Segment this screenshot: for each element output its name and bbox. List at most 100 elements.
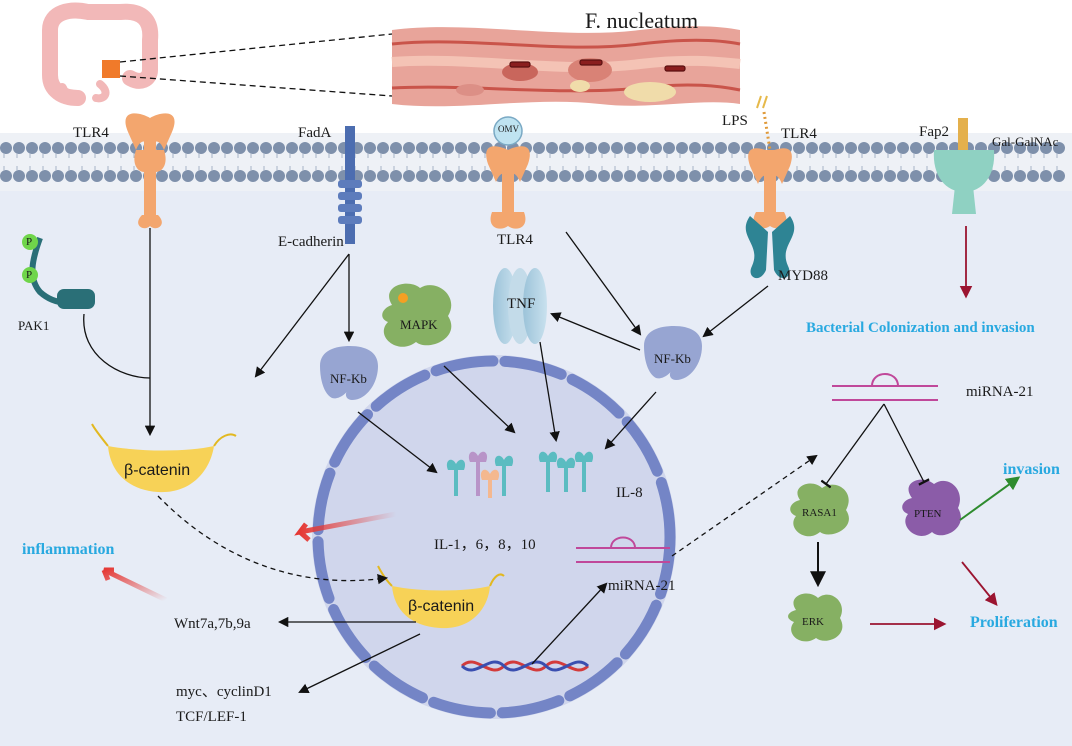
membrane-bead (1027, 170, 1039, 182)
rasa1-label: RASA1 (802, 507, 837, 519)
membrane-bead (403, 170, 415, 182)
fap2-label: Fap2 (919, 124, 949, 140)
membrane-bead (689, 170, 701, 182)
membrane-bead (78, 170, 90, 182)
membrane-bead (806, 170, 818, 182)
fada-label: FadA (298, 125, 332, 141)
pak1-label: PAK1 (18, 318, 50, 333)
membrane-bead (377, 170, 389, 182)
inflammation-label: inflammation (22, 541, 115, 558)
beta-catenin-left-label: β-catenin (124, 462, 191, 479)
membrane-bead (1014, 170, 1026, 182)
colon-icon (42, 2, 159, 106)
membrane-bead (91, 142, 103, 154)
nfkb-left-protein (320, 346, 378, 400)
membrane-bead (104, 142, 116, 154)
membrane-bead (676, 170, 688, 182)
membrane-bead (1014, 142, 1026, 154)
membrane-bead (546, 170, 558, 182)
membrane-bead (273, 170, 285, 182)
lps-label: LPS (722, 113, 748, 129)
pten-label: PTEN (914, 508, 942, 520)
membrane-bead (442, 170, 454, 182)
tnf-protein (493, 268, 547, 344)
membrane-bead (169, 170, 181, 182)
proliferation-label: Proliferation (970, 614, 1058, 631)
membrane-bead (585, 142, 597, 154)
membrane-bead (377, 142, 389, 154)
membrane-bead (312, 142, 324, 154)
mirna-21-nuclear-structure (576, 536, 670, 563)
membrane-bead (325, 170, 337, 182)
membrane-bead (637, 170, 649, 182)
membrane-bead (390, 170, 402, 182)
membrane-bead (819, 142, 831, 154)
membrane-bead (845, 142, 857, 154)
membrane-bead (871, 170, 883, 182)
colonization-label: Bacterial Colonization and invasion (806, 320, 1035, 336)
membrane-bead (208, 170, 220, 182)
membrane-bead (429, 170, 441, 182)
membrane-bead (611, 170, 623, 182)
membrane-bead (1040, 170, 1052, 182)
membrane-bead (858, 142, 870, 154)
proliferation-arrow-pten (961, 561, 998, 606)
membrane-bead (715, 142, 727, 154)
membrane-bead (1027, 142, 1039, 154)
membrane-bead (52, 170, 64, 182)
membrane-bead (26, 142, 38, 154)
membrane-bead (793, 170, 805, 182)
nfkb-left-label: NF-Kb (330, 371, 367, 386)
nfkb-right-label: NF-Kb (654, 351, 691, 366)
membrane-bead (104, 170, 116, 182)
pak1-protein (22, 234, 95, 309)
membrane-bead (832, 170, 844, 182)
membrane-bead (195, 142, 207, 154)
membrane-bead (260, 142, 272, 154)
mirna-21-cytoplasm-structure (832, 373, 938, 401)
tnf-label: TNF (507, 296, 536, 312)
membrane-bead (273, 142, 285, 154)
beta-catenin-cytoplasm (91, 423, 237, 493)
membrane-bead (546, 142, 558, 154)
membrane-bead (195, 170, 207, 182)
membrane-bead (182, 142, 194, 154)
membrane-bead (806, 142, 818, 154)
tlr4-receptor-mid (486, 116, 530, 229)
membrane-bead (1001, 142, 1013, 154)
membrane-bead (468, 142, 480, 154)
membrane-bead (312, 170, 324, 182)
tlr4-receptor-left (125, 113, 175, 229)
zoom-line-top (119, 33, 393, 63)
membrane-bead (468, 170, 480, 182)
membrane-bead (156, 170, 168, 182)
membrane-bead (286, 170, 298, 182)
il8-label: IL-8 (616, 485, 643, 501)
membrane-bead (689, 142, 701, 154)
membrane-bead (117, 142, 129, 154)
membrane-bead (1053, 142, 1065, 154)
membrane-bead (845, 170, 857, 182)
membrane-bead (182, 170, 194, 182)
membrane-bead (793, 142, 805, 154)
pathway-arrows (83, 228, 930, 694)
mapk-label: MAPK (400, 317, 438, 332)
erk-label: ERK (802, 616, 824, 628)
pten-protein (902, 479, 961, 536)
membrane-bead (52, 142, 64, 154)
invasion-label: invasion (1003, 461, 1060, 478)
membrane-bead (884, 142, 896, 154)
membrane-bead (1001, 170, 1013, 182)
membrane-bead (559, 142, 571, 154)
tlr4-receptor-right (745, 95, 795, 279)
membrane-bead (234, 170, 246, 182)
membrane-bead (598, 170, 610, 182)
membrane-bead (325, 142, 337, 154)
membrane-bead (0, 142, 12, 154)
mirna-nuclear-label: miRNA-21 (608, 578, 676, 594)
membrane-bead (858, 170, 870, 182)
membrane-bead (910, 142, 922, 154)
il-cytokine-cluster (446, 451, 514, 498)
inflammation-arrow-wnt (101, 567, 168, 603)
zoom-line-bottom (119, 75, 393, 97)
